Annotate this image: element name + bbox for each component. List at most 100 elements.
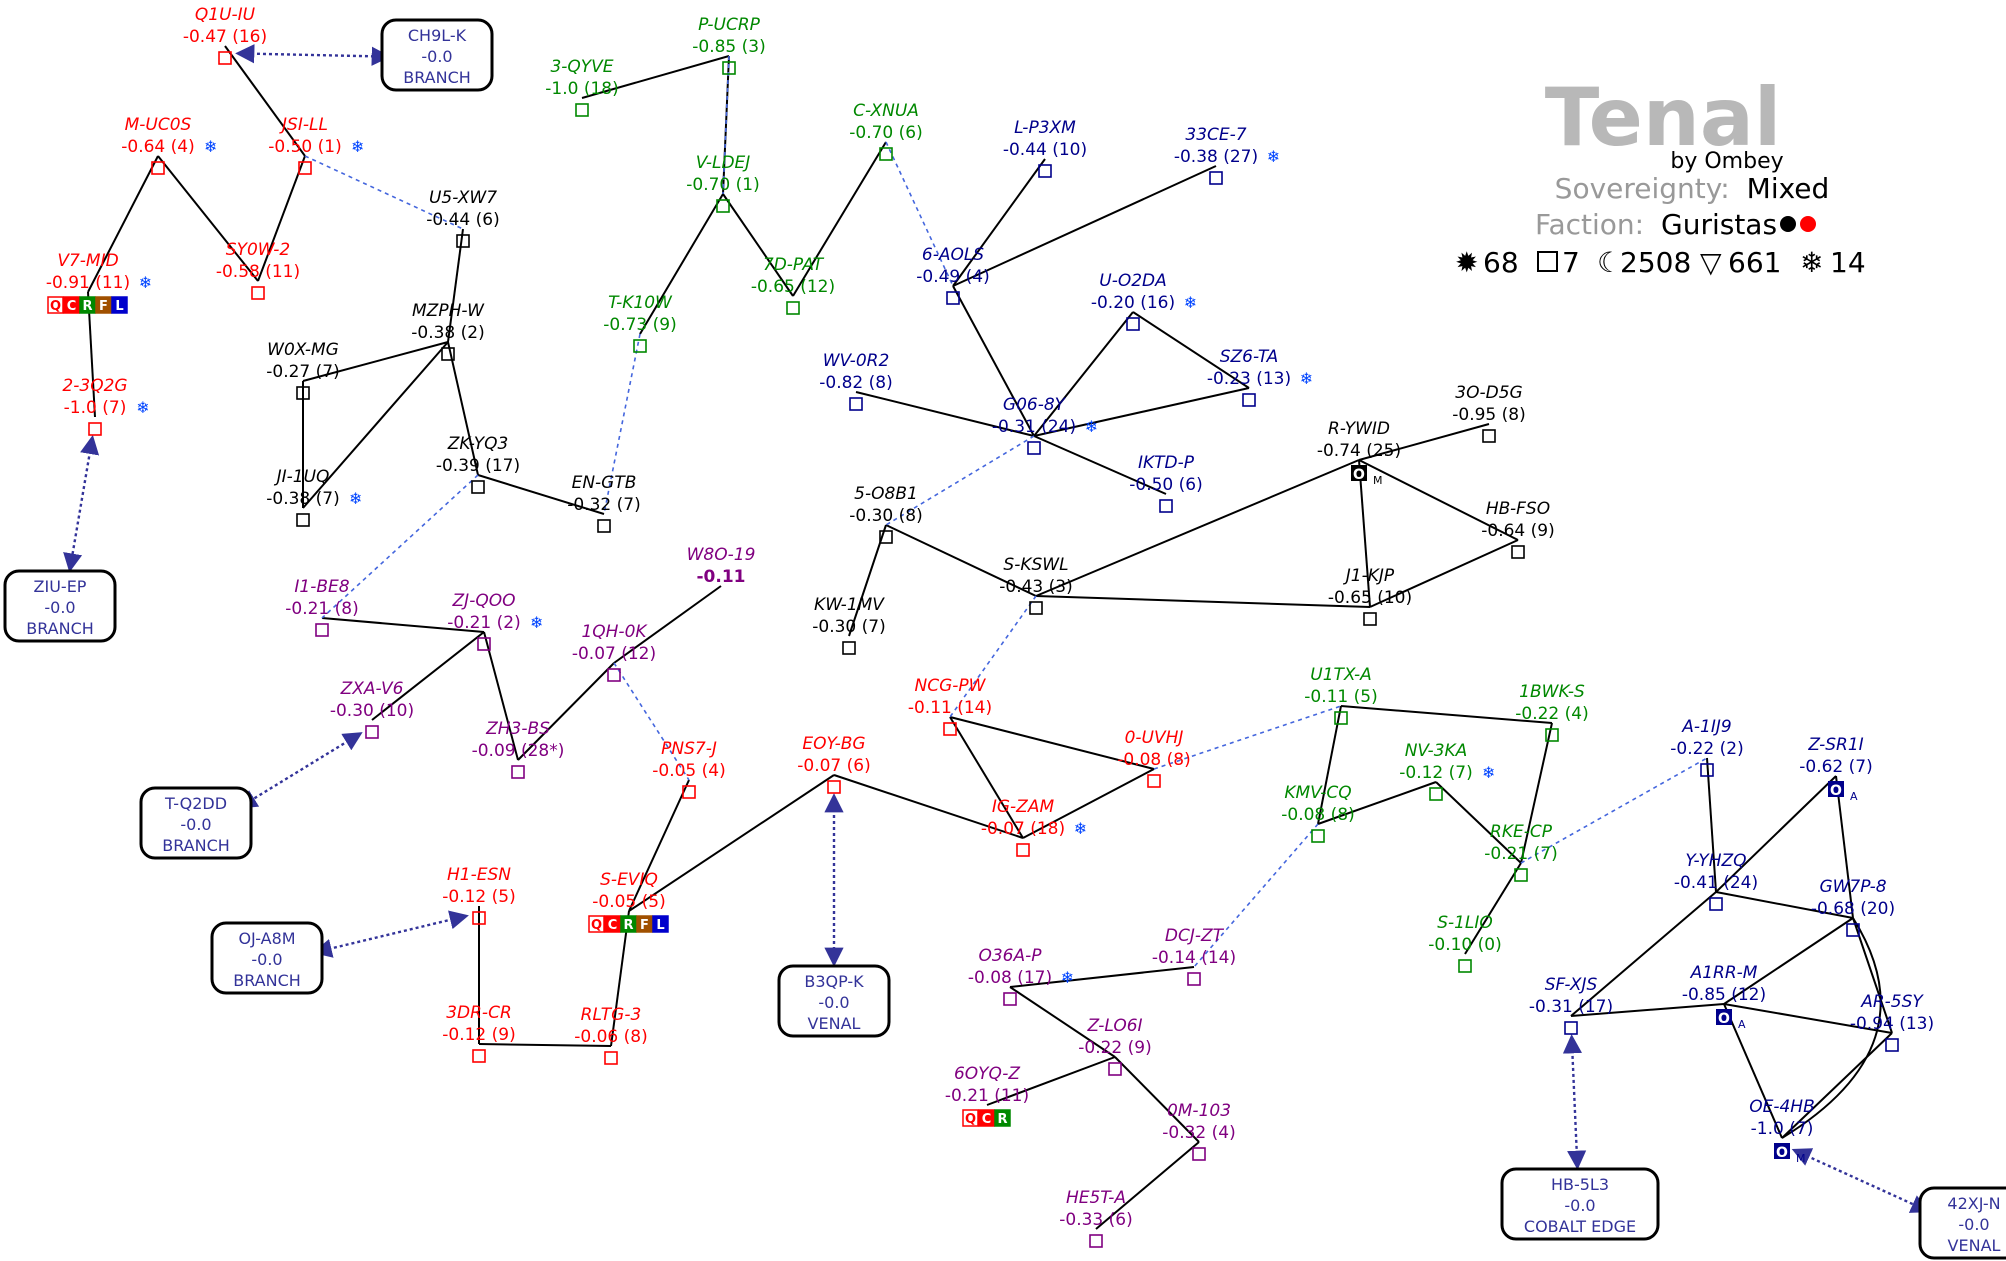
system-kmv-cq[interactable]: KMV-CQ-0.08 (8) bbox=[1281, 783, 1355, 843]
system-wv-0r2[interactable]: WV-0R2-0.82 (8) bbox=[819, 351, 893, 411]
external-region-name: BRANCH bbox=[403, 68, 471, 87]
system-a-1ij9[interactable]: A-1IJ9-0.22 (2) bbox=[1670, 717, 1744, 777]
system-gw7p-8[interactable]: GW7P-8-0.68 (20) bbox=[1811, 877, 1895, 937]
system-2-3q2g[interactable]: 2-3Q2G-1.0 (7)❄ bbox=[62, 376, 150, 436]
systems-icon bbox=[1537, 251, 1558, 272]
system-h1-esn[interactable]: H1-ESN-0.12 (5) bbox=[442, 865, 516, 925]
system-y-yhzq[interactable]: Y-YHZQ-0.41 (24) bbox=[1674, 851, 1758, 911]
system-iktd-p[interactable]: IKTD-P-0.50 (6) bbox=[1129, 453, 1203, 513]
system-kw-1mv[interactable]: KW-1MV-0.30 (7) bbox=[812, 595, 886, 655]
system-sf-xjs[interactable]: SF-XJS-0.31 (17) bbox=[1529, 975, 1613, 1035]
gate-link-rke-cp-s-1lio bbox=[1464, 862, 1522, 955]
system-j1-kjp[interactable]: J1-KJP-0.65 (10) bbox=[1328, 566, 1412, 626]
system-rke-cp[interactable]: RKE-CP-0.21 (7) bbox=[1484, 822, 1558, 882]
system-w8o-19[interactable]: W8O-19-0.11 bbox=[687, 545, 756, 587]
system-z-lo6i[interactable]: Z-LO6I-0.22 (9) bbox=[1078, 1016, 1152, 1076]
system-security: -0.14 (14) bbox=[1152, 948, 1236, 968]
system-zj-qoo[interactable]: ZJ-QOO-0.21 (2)❄ bbox=[447, 591, 543, 651]
system-3dr-cr[interactable]: 3DR-CR-0.12 (9) bbox=[442, 1003, 516, 1063]
external-box bbox=[777, 964, 891, 1038]
system-jsi-ll[interactable]: JSI-LL-0.50 (1)❄ bbox=[268, 115, 364, 175]
system-1bwk-s[interactable]: 1BWK-S-0.22 (4) bbox=[1515, 682, 1589, 742]
system-m-uc0s[interactable]: M-UC0S-0.64 (4)❄ bbox=[121, 115, 217, 175]
system-u5-xw7[interactable]: U5-XW7-0.44 (6) bbox=[426, 188, 500, 248]
system-o36a-p[interactable]: O36A-P-0.08 (17)❄ bbox=[968, 946, 1074, 1006]
gate-link-gw7p-8-a1rr-m bbox=[1723, 917, 1854, 1005]
ice-icon: ❄ bbox=[1267, 147, 1280, 166]
system-name: 0M-103 bbox=[1167, 1101, 1231, 1121]
system-33ce-7[interactable]: 33CE-7-0.38 (27)❄ bbox=[1174, 125, 1280, 185]
system-sy0w-2[interactable]: SY0W-2-0.58 (11) bbox=[216, 240, 300, 300]
system-g06-8y[interactable]: G06-8Y-0.31 (24)❄ bbox=[992, 395, 1098, 455]
system-0-uvhj[interactable]: 0-UVHJ-0.08 (8) bbox=[1117, 728, 1191, 788]
external-system-security: -0.0 bbox=[421, 47, 452, 66]
system-nv-3ka[interactable]: NV-3KA-0.12 (7)❄ bbox=[1399, 741, 1495, 801]
system-rltg-3[interactable]: RLTG-3-0.06 (8) bbox=[574, 1005, 648, 1065]
system-s-kswl[interactable]: S-KSWL-0.43 (3) bbox=[999, 555, 1073, 615]
system-sz6-ta[interactable]: SZ6-TA-0.23 (13)❄ bbox=[1207, 347, 1313, 407]
gate-link-pns7-j-s-eviq bbox=[628, 779, 690, 912]
system-3-qyve[interactable]: 3-QYVE-1.0 (18) bbox=[545, 57, 619, 117]
system-en-gtb[interactable]: EN-GTB-0.32 (7) bbox=[567, 473, 641, 533]
system-eoy-bg[interactable]: EOY-BG-0.07 (6) bbox=[797, 734, 871, 794]
gate-link-r-ywid-j1-kjp bbox=[1358, 459, 1371, 608]
system-security: -0.08 (8) bbox=[1281, 805, 1354, 825]
system-he5t-a[interactable]: HE5T-A-0.33 (6) bbox=[1059, 1188, 1133, 1248]
system-zk-yq3[interactable]: ZK-YQ3-0.39 (17) bbox=[436, 434, 520, 494]
system-u1tx-a[interactable]: U1TX-A-0.11 (5) bbox=[1304, 665, 1378, 725]
system-name: S-EVIQ bbox=[600, 870, 658, 890]
system-w0x-mg[interactable]: W0X-MG-0.27 (7) bbox=[266, 340, 340, 400]
system-zxa-v6[interactable]: ZXA-V6-0.30 (10) bbox=[330, 679, 414, 739]
system-pns7-j[interactable]: PNS7-J-0.05 (4) bbox=[652, 739, 726, 799]
system-ar-5sy[interactable]: AR-5SY-0.94 (13) bbox=[1850, 992, 1934, 1052]
gate-link-6-aols-g06-8y bbox=[952, 285, 1035, 437]
system-name: U-O2DA bbox=[1099, 271, 1167, 291]
system-6-aols[interactable]: 6-AOLS-0.49 (4) bbox=[916, 245, 990, 305]
system-3o-d5g[interactable]: 3O-D5G-0.95 (8) bbox=[1452, 383, 1526, 443]
system-c-xnua[interactable]: C-XNUA-0.70 (6) bbox=[849, 101, 923, 161]
system-q1u-iu[interactable]: Q1U-IU-0.47 (16) bbox=[183, 5, 267, 65]
system-security: -0.65 (12) bbox=[751, 277, 835, 297]
system-i1-be8[interactable]: I1-BE8-0.21 (8) bbox=[285, 577, 359, 637]
system-t-k10w[interactable]: T-K10W-0.73 (9) bbox=[603, 293, 677, 353]
system-u-o2da[interactable]: U-O2DA-0.20 (16)❄ bbox=[1091, 271, 1197, 331]
system-hb-fso[interactable]: HB-FSO-0.64 (9) bbox=[1481, 499, 1555, 559]
system-mzph-w[interactable]: MZPH-W-0.38 (2) bbox=[411, 301, 485, 361]
gate-link-sf-xjs-a1rr-m bbox=[1570, 1003, 1725, 1017]
system-p-ucrp[interactable]: P-UCRP-0.85 (3) bbox=[692, 15, 766, 75]
system-zh3-bs[interactable]: ZH3-BS-0.09 (28*) bbox=[472, 719, 565, 779]
system-ji-1uq[interactable]: JI-1UQ-0.38 (7)❄ bbox=[266, 467, 362, 527]
system-7d-pat[interactable]: 7D-PAT-0.65 (12) bbox=[751, 255, 835, 315]
system-marker-icon bbox=[1089, 1234, 1103, 1248]
system-marker-icon bbox=[607, 668, 621, 682]
system-dcj-zt[interactable]: DCJ-ZT-0.14 (14) bbox=[1152, 926, 1236, 986]
system-l-p3xm[interactable]: L-P3XM-0.44 (10) bbox=[1003, 118, 1087, 178]
system-ig-zam[interactable]: IG-ZAM-0.07 (18)❄ bbox=[981, 797, 1087, 857]
system-5-o8b1[interactable]: 5-O8B1-0.30 (8) bbox=[849, 484, 923, 544]
gate-link-r-ywid-hb-fso bbox=[1358, 459, 1519, 541]
system-0m-103[interactable]: 0M-103-0.32 (4) bbox=[1162, 1101, 1236, 1161]
system-marker-icon bbox=[842, 641, 856, 655]
system-marker-icon bbox=[298, 161, 312, 175]
system-s-1lio[interactable]: S-1LIO-0.10 (0) bbox=[1428, 913, 1502, 973]
system-1qh-0k[interactable]: 1QH-0K-0.07 (12) bbox=[572, 622, 656, 682]
system-ncg-pw[interactable]: NCG-PW-0.11 (14) bbox=[908, 676, 992, 736]
system-name: NV-3KA bbox=[1405, 741, 1468, 761]
system-security: -0.12 (5) bbox=[442, 887, 515, 907]
system-v-ldej[interactable]: V-LDEJ-0.70 (1) bbox=[686, 153, 760, 213]
belts-count: 661 bbox=[1728, 246, 1781, 279]
